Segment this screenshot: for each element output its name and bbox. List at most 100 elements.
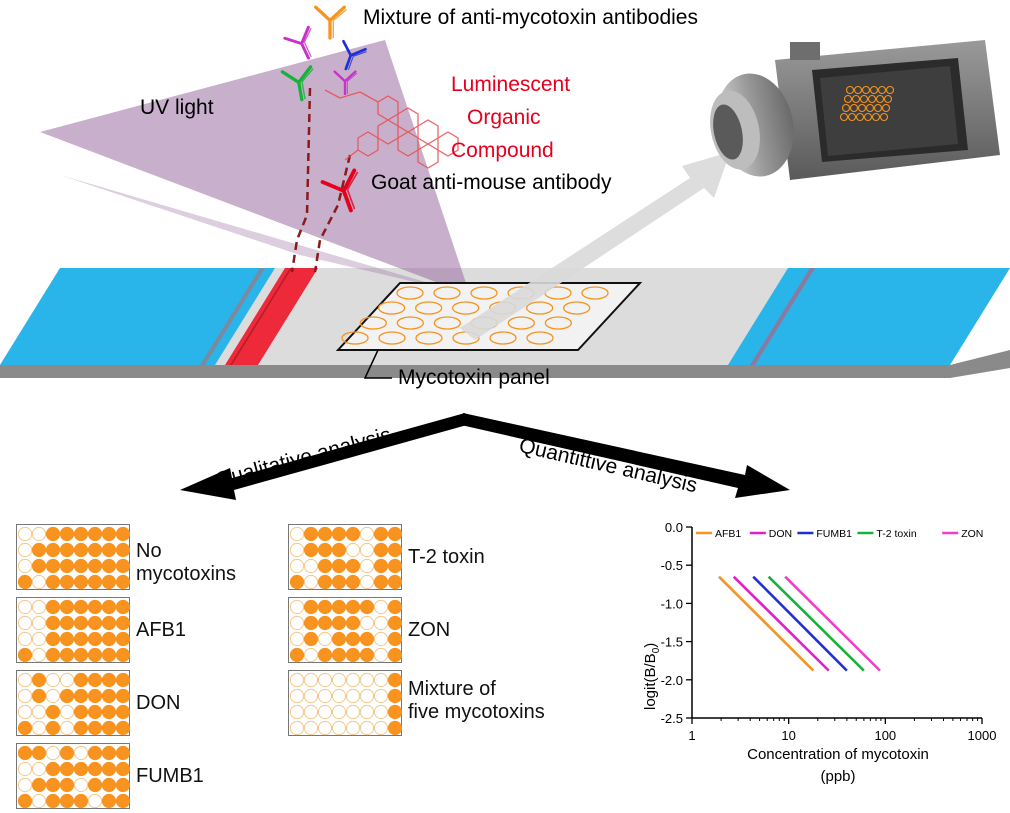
spot-empty xyxy=(289,558,305,574)
luminescent-label-line3: Compound xyxy=(451,139,554,162)
spot-filled xyxy=(73,761,89,777)
spot-empty xyxy=(359,688,375,704)
spot-filled xyxy=(101,599,117,615)
result-panel xyxy=(16,597,131,663)
y-tick-label: -1.5 xyxy=(661,635,683,650)
result-panel-label-line: FUMB1 xyxy=(136,765,204,787)
spot-empty xyxy=(17,672,33,688)
spot-filled xyxy=(101,777,117,793)
spot-empty xyxy=(17,558,33,574)
spot-filled xyxy=(115,793,131,809)
spot-filled xyxy=(45,574,61,590)
spot-empty xyxy=(359,615,375,631)
result-panel xyxy=(288,524,403,590)
x-tick-label: 10 xyxy=(781,728,795,743)
camera-screen-spot xyxy=(871,112,881,122)
spot-filled xyxy=(345,615,361,631)
spot-empty xyxy=(31,574,47,590)
antibody-icon xyxy=(314,5,347,40)
spot-empty xyxy=(373,631,389,647)
spot-filled xyxy=(345,574,361,590)
spot-empty xyxy=(73,745,89,761)
antibody-path xyxy=(290,87,312,273)
series-line xyxy=(752,575,848,672)
spot-filled xyxy=(115,704,131,720)
goat-antibody-label: Goat anti-mouse antibody xyxy=(371,171,612,194)
spot-filled xyxy=(73,793,89,809)
spot-filled xyxy=(73,615,89,631)
spot-empty xyxy=(373,720,389,736)
result-panel-label-line: T-2 toxin xyxy=(408,546,485,568)
spot-filled xyxy=(345,558,361,574)
spot-empty xyxy=(17,631,33,647)
spot-filled xyxy=(115,526,131,542)
spot-filled xyxy=(101,631,117,647)
strip-spot xyxy=(526,301,554,315)
result-panel-label: DON xyxy=(136,692,180,715)
spot-filled xyxy=(101,558,117,574)
x-tick-label: 1 xyxy=(688,728,695,743)
spot-filled xyxy=(59,793,75,809)
spot-empty xyxy=(359,526,375,542)
strip-spot xyxy=(563,301,591,315)
spot-filled xyxy=(115,647,131,663)
spot-filled xyxy=(317,615,333,631)
spot-filled xyxy=(289,574,305,590)
spot-filled xyxy=(45,542,61,558)
strip-spot xyxy=(544,316,572,330)
spot-filled xyxy=(59,599,75,615)
spot-filled xyxy=(17,574,33,590)
spot-filled xyxy=(73,599,89,615)
spot-filled xyxy=(331,558,347,574)
spot-empty xyxy=(31,761,47,777)
spot-filled xyxy=(331,631,347,647)
spot-empty xyxy=(345,704,361,720)
spot-filled xyxy=(31,672,47,688)
spot-empty xyxy=(359,720,375,736)
spot-empty xyxy=(17,542,33,558)
spot-filled xyxy=(317,574,333,590)
result-panel-label-line: five mycotoxins xyxy=(408,701,545,723)
spot-filled xyxy=(87,745,103,761)
spot-filled xyxy=(387,526,403,542)
spot-filled xyxy=(17,647,33,663)
spot-empty xyxy=(331,688,347,704)
spot-filled xyxy=(87,574,103,590)
series-line xyxy=(718,575,815,672)
y-axis-label: logit(B/B0) xyxy=(642,643,662,710)
spot-filled xyxy=(115,672,131,688)
mycotoxin-panel-label: Mycotoxin panel xyxy=(398,366,550,389)
camera-screen-spot xyxy=(879,112,889,122)
strip-spot xyxy=(415,331,443,345)
spot-empty xyxy=(59,720,75,736)
conjugate-pad xyxy=(225,268,318,365)
spot-empty xyxy=(373,615,389,631)
camera-arrow xyxy=(460,152,730,340)
spot-filled xyxy=(87,777,103,793)
spot-filled xyxy=(59,631,75,647)
spot-filled xyxy=(59,615,75,631)
spot-filled xyxy=(45,777,61,793)
camera-screen-spot xyxy=(847,112,857,122)
spot-empty xyxy=(31,720,47,736)
spot-filled xyxy=(31,688,47,704)
result-panel-label: T-2 toxin xyxy=(408,546,485,569)
spot-filled xyxy=(331,599,347,615)
camera-screen-spot xyxy=(869,85,879,95)
x-tick-label: 1000 xyxy=(968,728,997,743)
strip-spot xyxy=(378,331,406,345)
result-panel xyxy=(16,524,131,590)
spot-filled xyxy=(31,745,47,761)
camera-screen-spot xyxy=(843,94,853,104)
spot-empty xyxy=(331,672,347,688)
spot-empty xyxy=(303,558,319,574)
spot-empty xyxy=(31,704,47,720)
y-tick-label: -0.5 xyxy=(661,558,683,573)
camera-screen-spot xyxy=(855,112,865,122)
spot-filled xyxy=(45,720,61,736)
spot-filled xyxy=(373,558,389,574)
spot-filled xyxy=(73,526,89,542)
spot-filled xyxy=(317,526,333,542)
legend-label: FUMB1 xyxy=(816,528,852,540)
